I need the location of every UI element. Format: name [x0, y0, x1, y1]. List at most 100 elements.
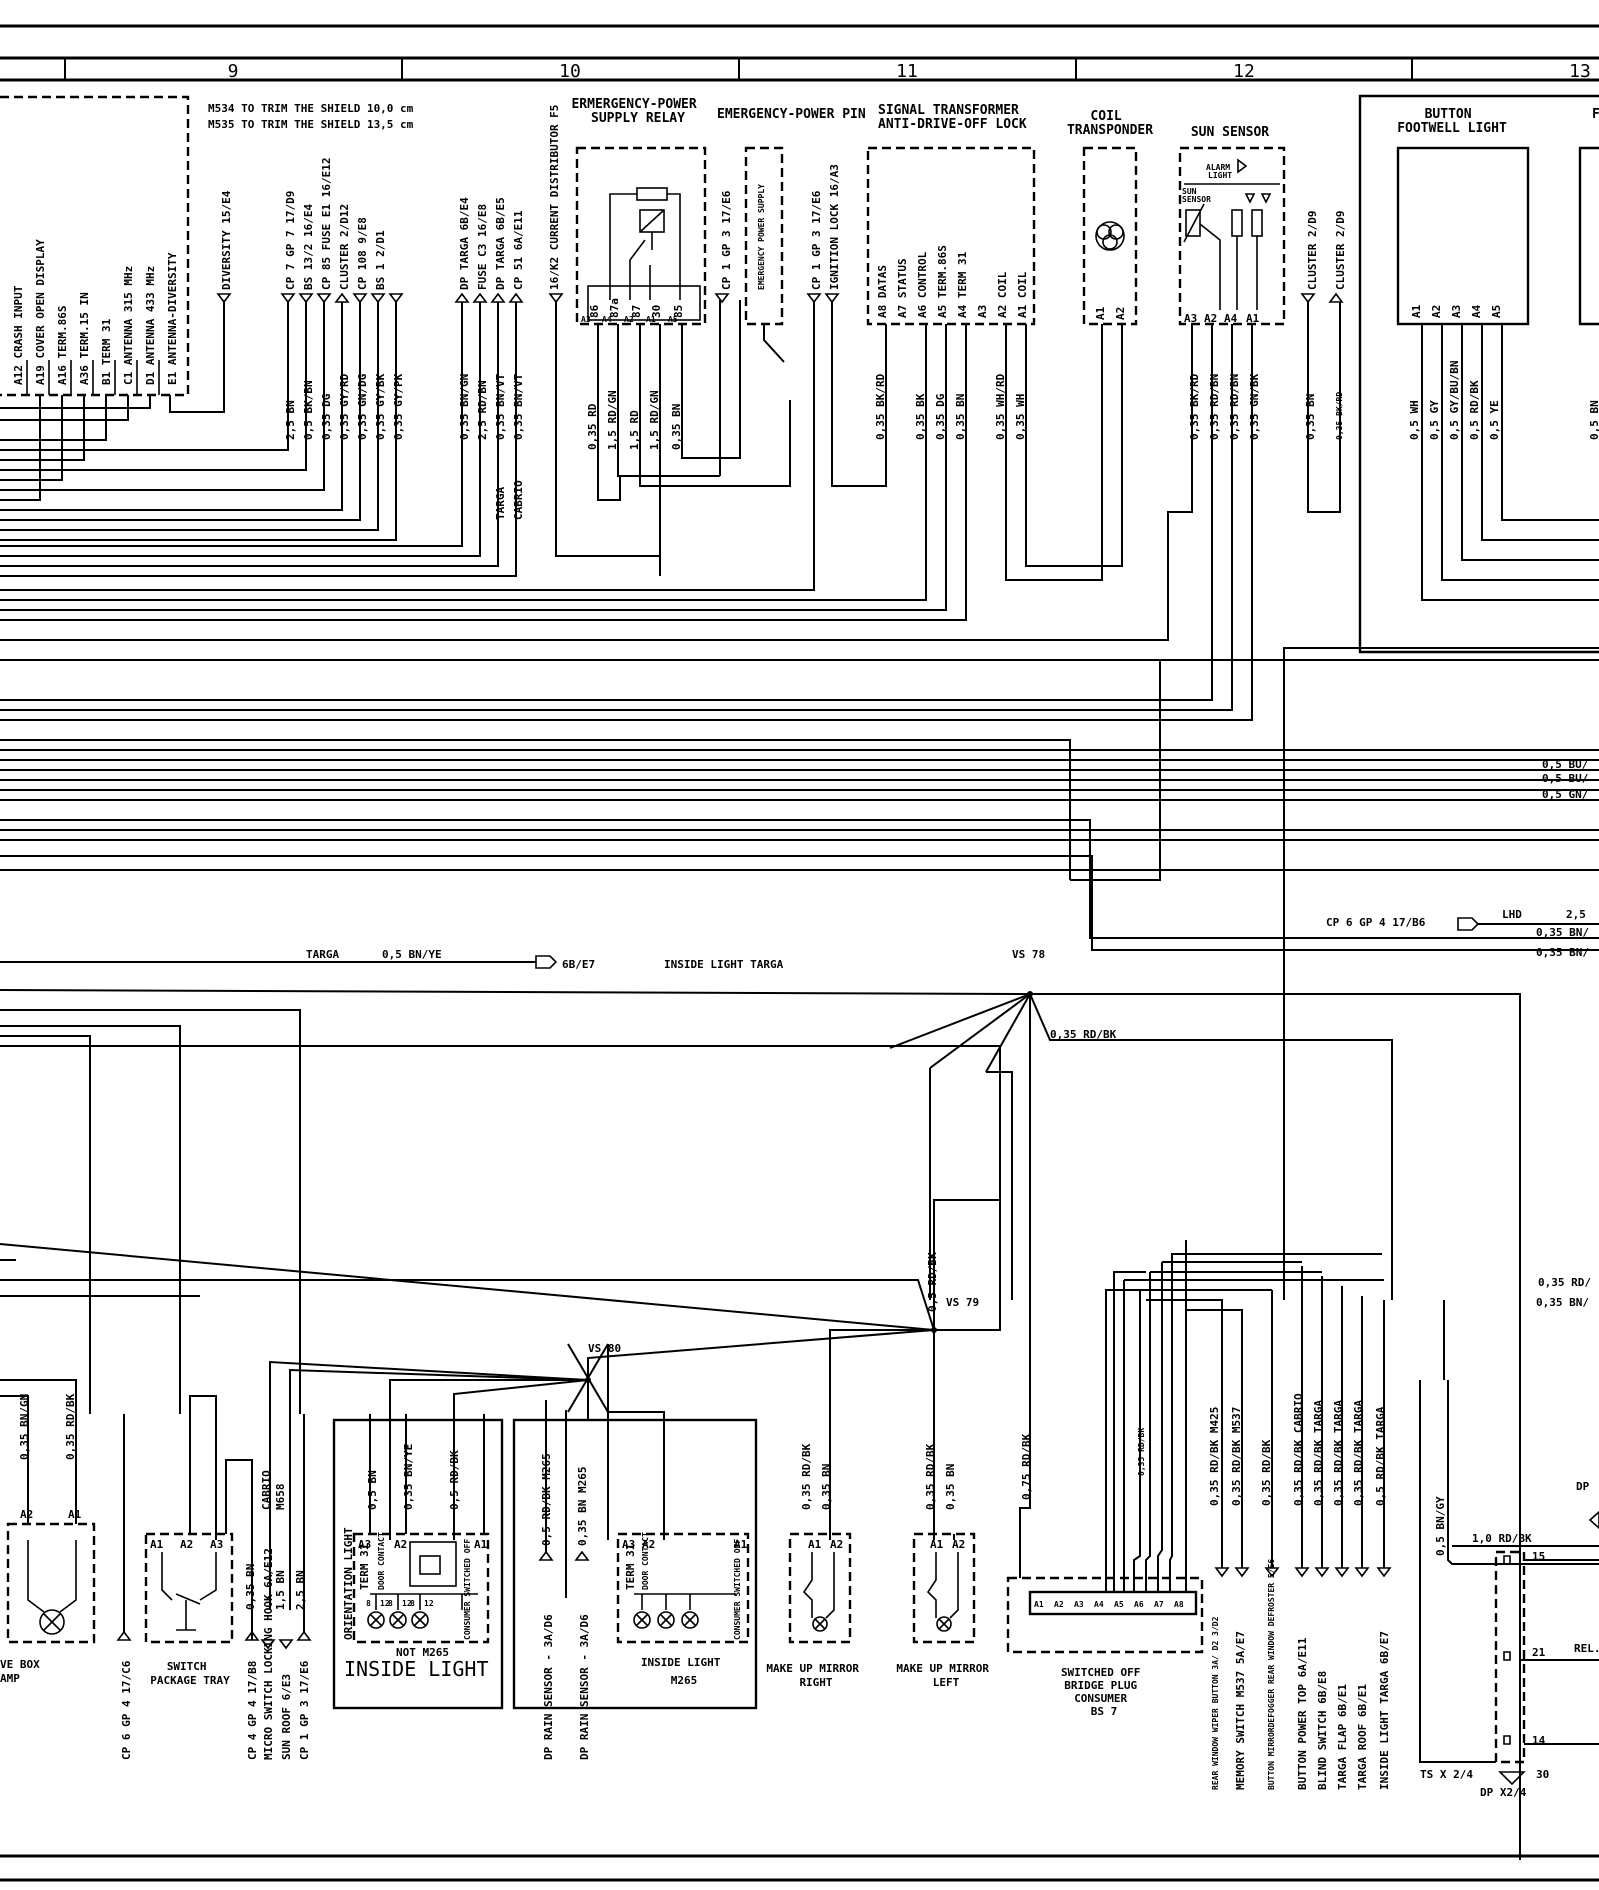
wire-color: 0,35 BN/VT: [494, 373, 507, 440]
ref: CP 108 9/E8: [356, 217, 369, 290]
module-pin: D1 ANTENNA 433 MHz: [144, 266, 157, 385]
wire-color: 0,35 RD/BK TARGA: [1332, 1400, 1345, 1506]
wire-color: 0,35 GY/BK: [374, 373, 387, 440]
svg-text:A3: A3: [976, 305, 989, 318]
wire-color: 0,5 BU/: [1542, 772, 1589, 785]
wire-color: 0,35 DG: [934, 393, 947, 440]
footwell-cut-label: F: [1592, 107, 1599, 122]
wire-color: 0,35 RD/BK TARGA: [1312, 1400, 1325, 1506]
wire-color: 0,35 BN/GN: [18, 1394, 31, 1460]
ref: DIVERSITY 15/E4: [220, 190, 233, 290]
coil-title: COIL TRANSPONDER: [1067, 109, 1153, 138]
wire-color: 0,5 BK/BN: [302, 380, 315, 440]
transformer-title: SIGNAL TRANSFORMER ANTI-DRIVE-OFF LOCK: [878, 103, 1027, 132]
foot-out-wires: [1421, 324, 1599, 601]
svg-text:A5: A5: [1490, 305, 1503, 318]
svg-text:A2: A2: [830, 1538, 843, 1551]
svg-text:TARGA FLAP 6B/E1: TARGA FLAP 6B/E1: [1336, 1684, 1349, 1790]
wire-color: 0,35 RD: [586, 403, 599, 450]
svg-text:14: 14: [1532, 1734, 1546, 1747]
wire-color: 0,35 BN/: [1536, 946, 1589, 959]
cp6-ref: CP 6 GP 4 17/B6 LHD: [1326, 908, 1599, 931]
svg-text:A1: A1: [150, 1538, 164, 1551]
cluster-ref: CLUSTER 2/D9: [1306, 211, 1319, 290]
svg-text:A1: A1: [930, 1538, 944, 1551]
footwell-box: [1396, 146, 1530, 326]
wire-color: 2,5: [1566, 908, 1586, 921]
relay-slots: A3 A4 A2 A1 A5: [581, 315, 678, 324]
inside-light-targa: INSIDE LIGHT TARGA: [664, 958, 784, 971]
rain-connectors: [538, 1550, 590, 1561]
connector: [714, 293, 730, 304]
col10-refs: DP TARGA 6B/E4 FUSE C3 16/E8 DP TARGA 6B…: [458, 105, 561, 290]
svg-text:CONSUMER SWITCHED OFF: CONSUMER SWITCHED OFF: [463, 1539, 472, 1640]
il-pins: A3 A2 A1: [358, 1538, 488, 1551]
svg-text:A5: A5: [1114, 1600, 1124, 1609]
wire-color: 0,35 BN: [1304, 394, 1317, 440]
trans-ref: CP 1 GP 3 17/E6: [810, 190, 823, 290]
svg-text:A2: A2: [624, 315, 634, 324]
module-wire-labels: 2,5 BN 0,5 BK/BN 0,35 DG 0,35 GY/RD 0,35…: [284, 373, 405, 440]
svg-text:A3: A3: [622, 1538, 635, 1551]
wire-color: 0,35 RD/BK: [64, 1393, 77, 1460]
wire-color: 0,5 YE: [1488, 400, 1501, 440]
module-pin: A12 CRASH INPUT: [12, 285, 25, 385]
wire-color: 0,35 RD/BK M537: [1230, 1407, 1243, 1506]
svg-text:12: 12: [402, 1599, 412, 1608]
vs79-wire: 0,5 RD/BK: [926, 1252, 939, 1312]
svg-text:CP 1 GP 3 17/E6: CP 1 GP 3 17/E6: [298, 1660, 311, 1760]
pin-title: EMERGENCY-POWER PIN: [717, 107, 866, 122]
svg-text:A3: A3: [1450, 305, 1463, 318]
svg-text:A2: A2: [180, 1538, 193, 1551]
vs79-wires: [0, 1070, 1001, 1540]
sun-title: SUN SENSOR: [1191, 125, 1269, 140]
module-wires: [0, 300, 225, 501]
il-internals: [367, 1541, 478, 1629]
wire-color: 0,5 RD/BK: [1468, 380, 1481, 440]
wire-color: 0,35 BK: [914, 393, 927, 440]
horizontal-bus: [0, 659, 1599, 951]
footwell-box-2: [1578, 146, 1599, 326]
bridge-box: [1006, 1576, 1204, 1654]
svg-text:A3: A3: [1184, 312, 1197, 325]
foot-return-wire: [1283, 647, 1599, 1300]
svg-text:8: 8: [410, 1599, 415, 1608]
il-nums: 8 12 8 12 8 12: [366, 1599, 434, 1608]
alarm-light-label: ALARM LIGHT: [1206, 163, 1235, 180]
svg-text:A1: A1: [646, 315, 656, 324]
bs7-wires: 0,35 RD/BK M425 0,35 RD/BK M537 0,35 RD/…: [1208, 1393, 1387, 1506]
wire-color: 0,35 BN: [820, 1464, 833, 1510]
m265-texts: TERM 31 DOOR CONTACT CONSUMER SWITCHED O…: [624, 1532, 742, 1640]
svg-text:A4 TERM 31: A4 TERM 31: [956, 251, 969, 318]
right-wires: 0,5 BU/ 0,5 BU/ 0,5 GN/ 2,5 0,35 BN/ 0,3…: [1536, 758, 1591, 1309]
ref: CLUSTER 2/D12: [338, 204, 351, 290]
module-refs: DIVERSITY 15/E4 CP 7 GP 7 17/D9 BS 13/2 …: [220, 158, 387, 290]
inside-light-label: INSIDE LIGHT: [344, 1657, 489, 1681]
package-label: SWITCH PACKAGE TRAY: [150, 1660, 230, 1687]
coil-box: [1082, 146, 1138, 326]
column-12: 12: [1233, 61, 1255, 82]
wire: [1019, 1240, 1031, 1578]
wire-color: 0,35 BN M265: [576, 1467, 589, 1546]
svg-text:TERM 31: TERM 31: [358, 1543, 371, 1590]
targa-label: TARGA: [306, 948, 339, 961]
inside-light-m265-outer-box: [512, 1418, 758, 1710]
module-pin-dividers: [26, 360, 160, 395]
relay-internals: [587, 187, 701, 321]
cluster-ref: CLUSTER 2/D9: [1334, 211, 1347, 290]
sun-out-wires: [0, 324, 1253, 721]
bridge-label: SWITCHED OFF BRIDGE PLUG CONSUMER BS 7: [1061, 1666, 1147, 1718]
svg-text:BLIND SWITCH 6B/E8: BLIND SWITCH 6B/E8: [1316, 1671, 1329, 1790]
wire-color: 0,5 BN: [366, 1470, 379, 1510]
rain-ref: DP RAIN SENSOR - 3A/D6: [578, 1614, 591, 1760]
module-pin: C1 ANTENNA 315 MHz: [122, 266, 135, 385]
svg-text:12: 12: [380, 1599, 390, 1608]
pkg-ref-connectors: [244, 1630, 312, 1650]
glove-icon-lamp: [27, 1540, 77, 1635]
trans-out-wires: [0, 302, 1123, 621]
svg-text:TARGA ROOF 6B/E1: TARGA ROOF 6B/E1: [1356, 1684, 1369, 1790]
trans-ref-connectors: [806, 293, 840, 304]
trans-ref: IGNITION LOCK 16/A3: [828, 164, 841, 290]
frame: [0, 24, 1599, 1882]
svg-text:A7: A7: [1154, 1600, 1164, 1609]
